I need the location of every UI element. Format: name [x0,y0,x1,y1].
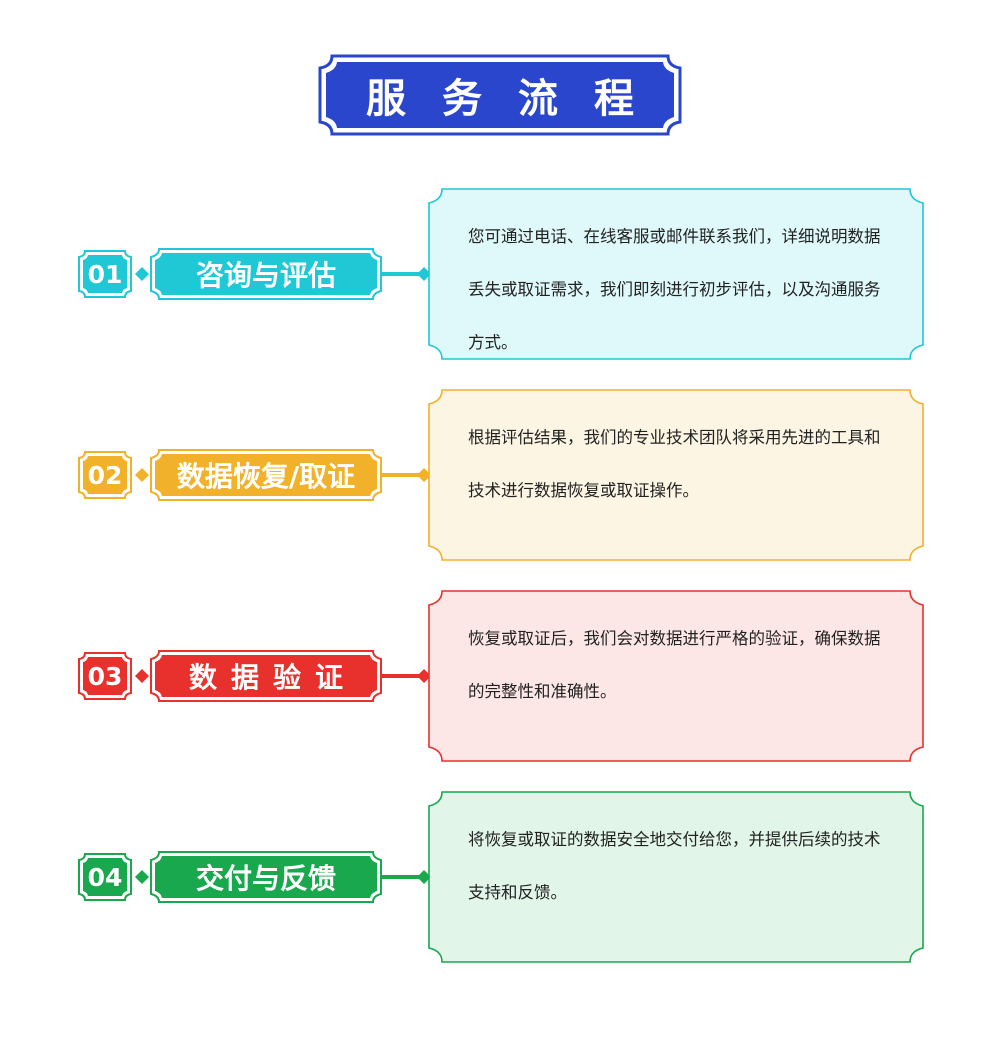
step-4-number-badge: 04 [78,853,132,901]
step-1-connector [135,267,431,281]
step-3-number-badge: 03 [78,652,132,700]
step-4-description: 将恢复或取证的数据安全地交付给您，并提供后续的技术支持和反馈。 [468,830,881,902]
step-3-label-box: 数据验证 [150,650,382,702]
step-2-description-box: 根据评估结果，我们的专业技术团队将采用先进的工具和技术进行数据恢复或取证操作。 [428,389,924,561]
step-2-label: 数据恢复/取证 [176,460,356,493]
step-2: 02 数据恢复/取证 根据评估结果，我们的专业技术团队将采用先进的工具和技术进行… [0,389,1000,561]
step-1-label-box: 咨询与评估 [150,248,382,300]
step-2-connector [135,468,431,482]
step-2-label-box: 数据恢复/取证 [150,449,382,501]
step-4-number: 04 [87,862,123,892]
page-title: 服务流程 [366,76,670,122]
step-4-connector [135,870,431,884]
step-4: 04 交付与反馈 将恢复或取证的数据安全地交付给您，并提供后续的技术支持和反馈。 [0,791,1000,963]
step-2-number-badge: 02 [78,451,132,499]
title-banner: 服务流程 [318,54,682,136]
step-1: 01 咨询与评估 您可通过电话、在线客服或邮件联系我们，详细说明数据丢失或取证需… [0,188,1000,360]
step-3-description: 恢复或取证后，我们会对数据进行严格的验证，确保数据的完整性和准确性。 [468,629,881,701]
step-1-label: 咨询与评估 [195,259,336,292]
step-3-number: 03 [87,661,123,691]
step-3-connector [135,669,431,683]
step-1-description: 您可通过电话、在线客服或邮件联系我们，详细说明数据丢失或取证需求，我们即刻进行初… [468,227,881,352]
step-3-description-box: 恢复或取证后，我们会对数据进行严格的验证，确保数据的完整性和准确性。 [428,590,924,762]
step-3-label: 数据验证 [188,661,357,694]
title-banner-frame [318,54,682,136]
step-1-number-badge: 01 [78,250,132,298]
step-1-number: 01 [87,259,123,289]
step-3: 03 数据验证 恢复或取证后，我们会对数据进行严格的验证，确保数据的完整性和准确… [0,590,1000,762]
step-2-description: 根据评估结果，我们的专业技术团队将采用先进的工具和技术进行数据恢复或取证操作。 [468,428,881,500]
step-4-description-box: 将恢复或取证的数据安全地交付给您，并提供后续的技术支持和反馈。 [428,791,924,963]
step-2-number: 02 [87,460,123,490]
step-4-label: 交付与反馈 [195,862,336,895]
step-4-label-box: 交付与反馈 [150,851,382,903]
step-1-description-box: 您可通过电话、在线客服或邮件联系我们，详细说明数据丢失或取证需求，我们即刻进行初… [428,188,924,360]
